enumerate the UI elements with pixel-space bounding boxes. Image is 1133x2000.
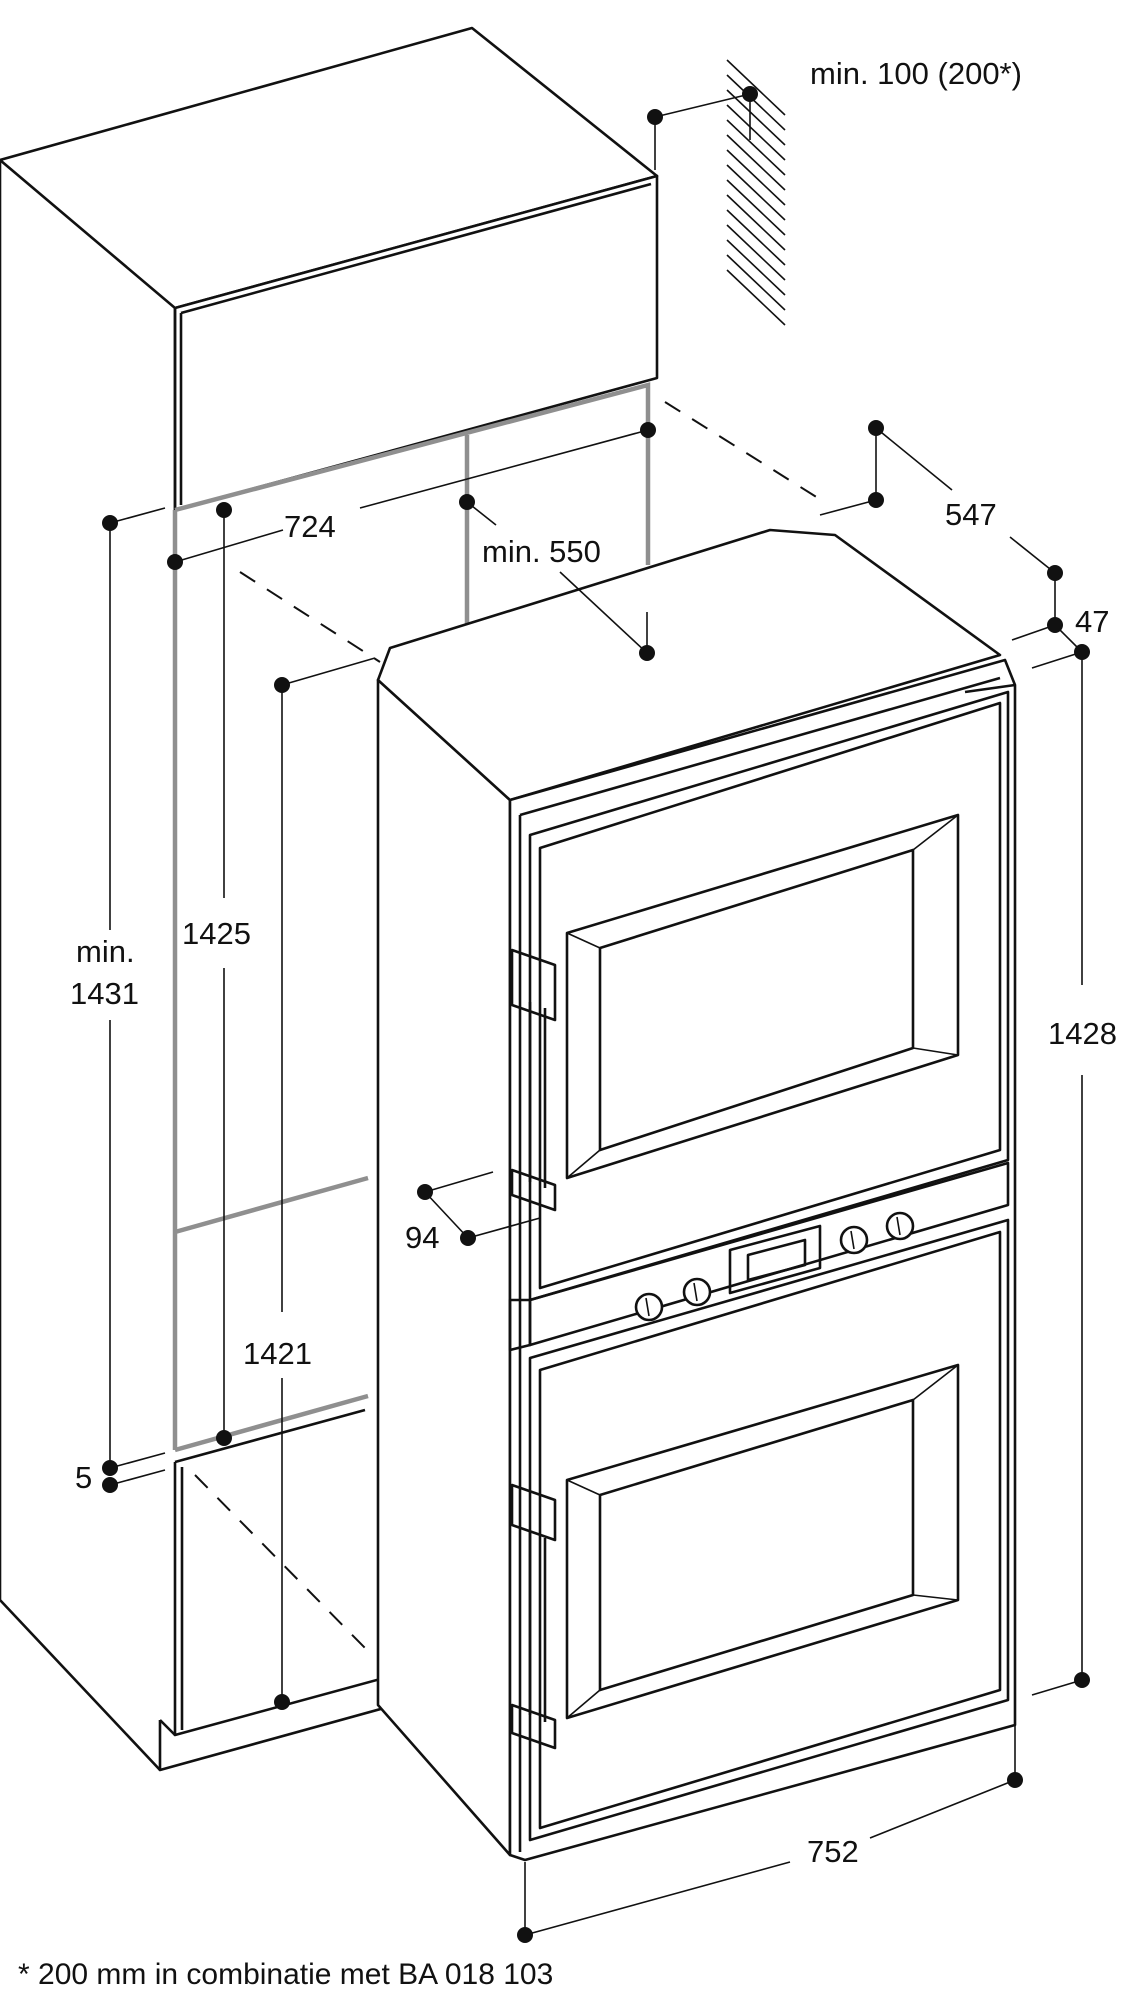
- label-top-clearance: min. 100 (200*): [810, 56, 1022, 91]
- label-min-550: min. 550: [482, 534, 601, 569]
- wall-hatch: [726, 59, 786, 326]
- dimension-labels: min. 100 (200*) 547 47 1428 724 min. 550…: [70, 56, 1117, 1869]
- hatch-line: [726, 164, 786, 221]
- dimension-dot: [102, 515, 118, 531]
- hatch-line: [726, 224, 786, 281]
- dimension-dot: [417, 1184, 433, 1200]
- hatch-line: [726, 89, 786, 146]
- cabinet-lower-front: [173, 1462, 396, 1737]
- dimension-dot: [216, 502, 232, 518]
- dimension-dots: [102, 86, 1090, 1943]
- cabinet: [0, 26, 659, 1772]
- hatch-line: [726, 59, 786, 116]
- hatch-line: [726, 179, 786, 236]
- double-oven: [376, 528, 1017, 1862]
- label-1431: 1431: [70, 976, 139, 1011]
- label-1425: 1425: [182, 916, 251, 951]
- dimension-dot: [460, 1230, 476, 1246]
- footnote: * 200 mm in combinatie met BA 018 103: [18, 1958, 554, 1991]
- label-5: 5: [75, 1460, 92, 1495]
- hatch-line: [726, 119, 786, 176]
- hidden-edge: [194, 1474, 366, 1649]
- dimension-dot: [167, 554, 183, 570]
- dimension-dot: [102, 1460, 118, 1476]
- hatch-line: [726, 254, 786, 311]
- hatch-line: [726, 74, 786, 131]
- label-752: 752: [807, 1834, 859, 1869]
- dimension-dot: [647, 109, 663, 125]
- dimension-dot: [274, 1694, 290, 1710]
- dimension-dot: [216, 1430, 232, 1446]
- dimension-dot: [742, 86, 758, 102]
- hatch-line: [726, 239, 786, 296]
- dimension-dot: [459, 494, 475, 510]
- oven-side: [376, 678, 512, 1857]
- dimension-dot: [274, 677, 290, 693]
- display: [728, 1224, 822, 1295]
- hatch-line: [726, 149, 786, 206]
- label-1421: 1421: [243, 1336, 312, 1371]
- hidden-edge: [664, 401, 819, 499]
- dimension-dot: [517, 1927, 533, 1943]
- control-knob: [682, 1277, 712, 1307]
- label-min: min.: [76, 934, 135, 969]
- dimension-dot: [1074, 1672, 1090, 1688]
- hatch-line: [726, 134, 786, 191]
- control-knob: [885, 1211, 915, 1241]
- dimension-dot: [640, 422, 656, 438]
- cabinet-plinth: [158, 1703, 396, 1772]
- label-47: 47: [1075, 604, 1109, 639]
- control-knob: [839, 1225, 869, 1255]
- cabinet-side: [0, 160, 161, 1771]
- upper-door-handle: [510, 948, 557, 1212]
- dimension-dot: [1047, 617, 1063, 633]
- hatch-line: [726, 209, 786, 266]
- dimension-dot: [639, 645, 655, 661]
- hidden-edge: [239, 571, 381, 663]
- dimension-dot: [102, 1477, 118, 1493]
- oven-front: [508, 658, 1017, 1862]
- dimension-dot: [1007, 1772, 1023, 1788]
- label-724: 724: [284, 509, 336, 544]
- dimension-lines: [109, 93, 1083, 1936]
- control-knob: [634, 1292, 664, 1322]
- dimension-dot: [868, 492, 884, 508]
- label-1428: 1428: [1048, 1016, 1117, 1051]
- dimension-dot: [1047, 565, 1063, 581]
- hatch-line: [726, 269, 786, 326]
- dimension-dot: [1074, 644, 1090, 660]
- label-547: 547: [945, 497, 997, 532]
- hatch-line: [726, 104, 786, 161]
- niche-outline: [172, 382, 651, 1453]
- hatch-line: [726, 194, 786, 251]
- dimension-dot: [868, 420, 884, 436]
- label-94: 94: [405, 1220, 439, 1255]
- lower-door-handle: [510, 1483, 557, 1750]
